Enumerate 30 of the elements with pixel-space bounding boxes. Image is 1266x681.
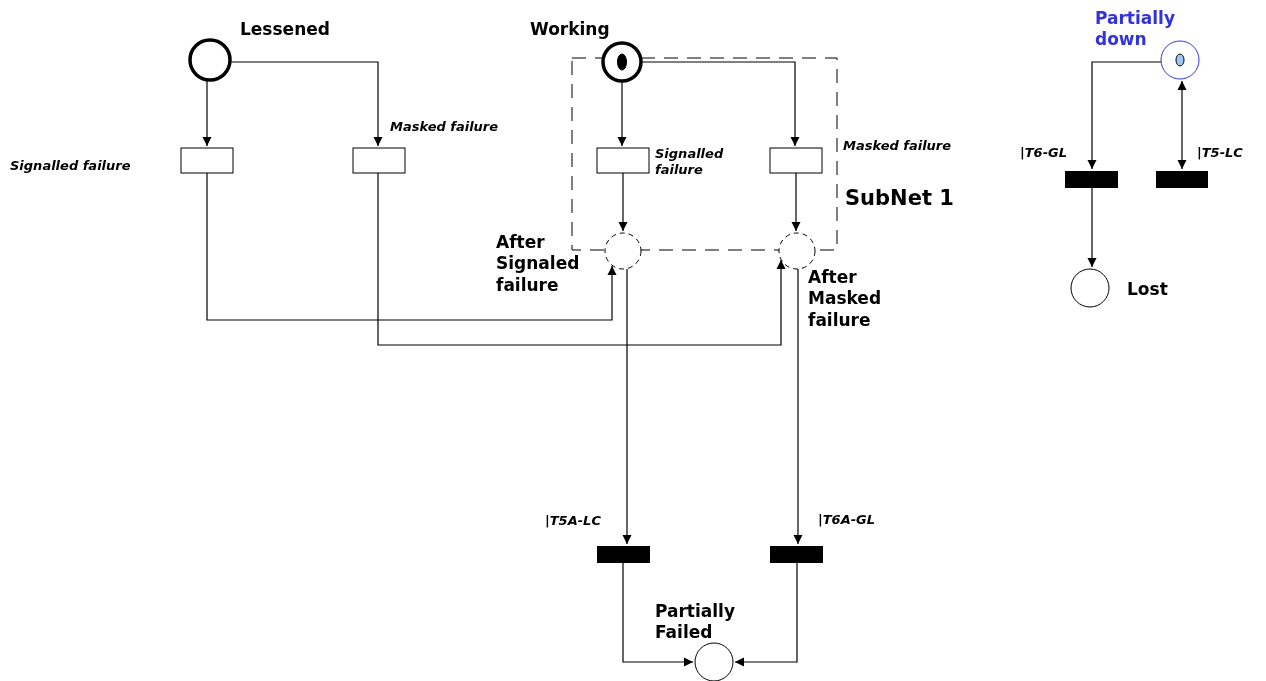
arc-arrow <box>617 80 627 147</box>
arc-arrow <box>1087 187 1097 268</box>
transition-label: |T5A-LC <box>545 513 601 530</box>
transition-label: Masked failure <box>843 138 952 155</box>
arc-arrow <box>1177 80 1187 170</box>
transition-label: |T6A-GL <box>818 512 876 529</box>
transition-label: |T5-LC <box>1197 145 1243 162</box>
place-label: Partially Failed <box>655 601 737 644</box>
arc-arrow <box>1087 61 1162 170</box>
arc-arrow <box>734 562 798 667</box>
transition-label: |T6-GL <box>1020 145 1067 162</box>
arc-arrow <box>791 172 801 232</box>
arc-arrow <box>640 61 800 147</box>
subnet-title: SubNet 1 <box>845 185 954 212</box>
transition-label: Signalled failure <box>10 158 131 175</box>
arc-arrow <box>206 172 617 321</box>
place-label: Lost <box>1127 279 1168 301</box>
transition-label: Masked failure <box>390 119 499 136</box>
arc-arrow <box>622 562 694 667</box>
place-label: Partially down <box>1095 8 1177 51</box>
transition-label: Signalled failure <box>655 146 725 179</box>
arc-arrow <box>622 268 632 545</box>
place-label: After Signaled failure <box>496 232 581 296</box>
place-label: Lessened <box>240 19 330 41</box>
arc-arrow <box>793 268 803 545</box>
place-label: After Masked failure <box>808 267 883 331</box>
place-label: Working <box>530 19 610 41</box>
arc-arrow <box>202 79 212 147</box>
arc-arrow <box>377 172 786 346</box>
arc-arrow <box>618 172 628 232</box>
